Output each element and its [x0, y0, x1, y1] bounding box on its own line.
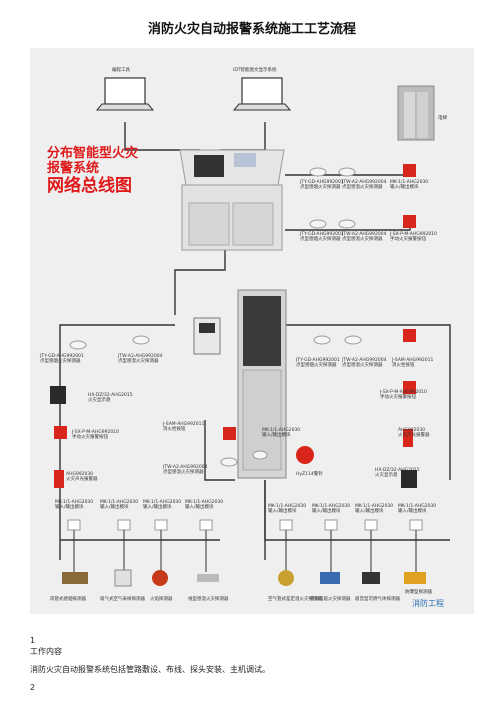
display-panels [50, 386, 417, 488]
laptop-programming [95, 77, 155, 111]
footer-line: 消防火灾自动报警系统包括管路敷设、布线、探头安装、主机调试。 [30, 665, 270, 674]
bottom-label-6: 感温电缆火灾探测器 [310, 597, 351, 602]
bottom-label-4: 线型感温火灾探测器 [188, 597, 229, 602]
cabinet [237, 289, 287, 479]
watermark: 消防工程 [412, 599, 444, 608]
modules [67, 519, 423, 531]
wall-controller [193, 317, 221, 355]
page-title: 消防火灾自动报警系统施工工艺流程 [147, 22, 356, 37]
laptop2-label: IDT智能图文显示系统 [233, 68, 277, 73]
laptop1-label: 编程工具 [112, 68, 130, 73]
bottom-label-5: 空气管式差定温火灾探测器 [268, 597, 322, 602]
manual-call-points [54, 164, 416, 488]
elevator-image [397, 85, 435, 141]
bottom-label-3: 火焰探测器 [150, 597, 173, 602]
bottom-label-2: 吸气式空气采样探测器 [100, 597, 145, 602]
bottom-devices [62, 569, 426, 587]
elevator-label: 电梯 [438, 116, 447, 121]
footer-number-1: 1 [30, 636, 36, 645]
right-label-8: HyZ114警铃 [296, 472, 323, 477]
laptop-idt [232, 77, 292, 111]
brand-line2: 报警系统 [47, 161, 100, 176]
alarm-bell [296, 446, 314, 464]
bottom-label-8: 防爆型探测器 [405, 590, 432, 595]
detectors [69, 167, 362, 467]
drop-lines [73, 530, 417, 572]
brand-line3: 网络总线图 [47, 176, 132, 196]
bottom-label-7: 吸音型可燃气体探测器 [355, 597, 400, 602]
brand-line1: 分布智能型火灾 [47, 146, 139, 161]
bottom-label-1: 风管式感烟探测器 [50, 597, 86, 602]
main-console [179, 149, 285, 251]
brand-title: 分布智能型火灾 报警系统 网络总线图 [47, 146, 167, 196]
bus-lines [59, 122, 451, 560]
footer-number-2: 2 [30, 683, 36, 692]
footer-heading: 工作内容 [30, 647, 62, 656]
